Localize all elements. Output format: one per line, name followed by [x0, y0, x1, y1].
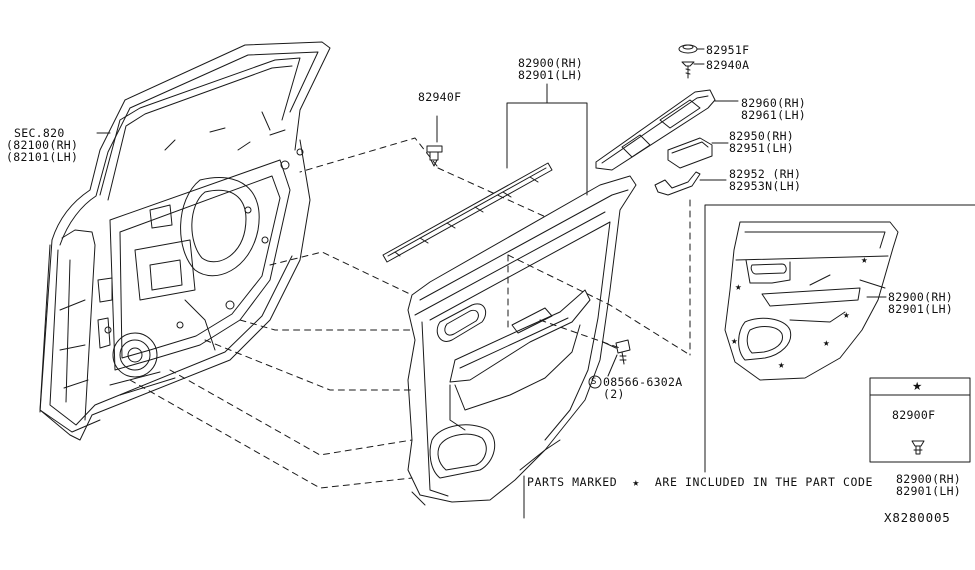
star-icon: ★: [861, 253, 868, 266]
screw-08566-6302a: [588, 339, 631, 389]
label-82940a: 82940A: [706, 58, 750, 72]
label-82901-lh: 82901(LH): [518, 68, 584, 82]
leader-lines: [96, 83, 975, 519]
label-sec-820: SEC.820: [14, 126, 65, 140]
screw-82940a: [681, 61, 705, 79]
inset-trim-panel: [724, 221, 899, 381]
star-icon: ★: [731, 334, 738, 347]
clip-82951f: [678, 44, 705, 54]
label-sec-rh: (82100(RH): [6, 138, 79, 152]
label-screw-qty: (2): [603, 387, 625, 401]
bracket-82952: [654, 171, 727, 196]
switch-finisher-82960: [595, 89, 739, 171]
clip-box: [869, 377, 971, 463]
note-82900-rh: 82900(RH): [896, 472, 962, 486]
star-icon: ★: [912, 379, 923, 393]
label-82951-lh: 82951(LH): [729, 141, 795, 155]
star-icon: ★: [778, 358, 785, 371]
clip-82940f: [426, 115, 443, 167]
label-82950-rh: 82950(RH): [729, 129, 795, 143]
door-frame-assembly: [39, 41, 331, 441]
diagram-code: X8280005: [884, 510, 951, 525]
label-82960-rh: 82960(RH): [741, 96, 807, 110]
label-82900-rh: 82900(RH): [518, 56, 584, 70]
weatherstrip: [382, 162, 553, 263]
note-parts-marked: PARTS MARKED ★ ARE INCLUDED IN THE PART …: [527, 475, 874, 489]
label-82940f: 82940F: [418, 90, 462, 104]
switch-82950: [667, 137, 729, 169]
dashed-leaders: [129, 137, 691, 489]
label-82900f: 82900F: [892, 408, 936, 422]
label-inset-82900-rh: 82900(RH): [888, 290, 954, 304]
label-82961-lh: 82961(LH): [741, 108, 807, 122]
star-icon: ★: [735, 280, 742, 293]
label-82953-lh: 82953N(LH): [729, 179, 802, 193]
label-82951f: 82951F: [706, 43, 750, 57]
label-82952-rh: 82952 (RH): [729, 167, 802, 181]
label-inset-82901-lh: 82901(LH): [888, 302, 954, 316]
label-screw-prefix: S: [591, 377, 597, 387]
star-icon: ★: [823, 336, 830, 349]
note-82901-lh: 82901(LH): [896, 484, 962, 498]
label-screw-code: 08566-6302A: [603, 375, 683, 389]
label-sec-lh: (82101(LH): [6, 150, 79, 164]
star-icon: ★: [843, 308, 850, 321]
